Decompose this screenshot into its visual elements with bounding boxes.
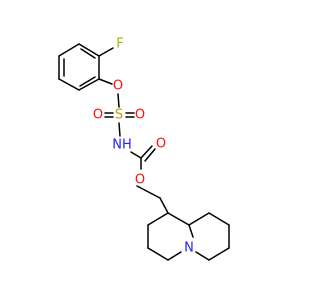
bond-benzene-3 [78,78,100,91]
bond-ring-right-5 [195,251,210,261]
bond-ring-left-5 [188,224,194,238]
bond-ring-right-1 [188,212,210,226]
bond-o-s [117,93,120,108]
sulfonyl-oxygen-right-label: O [135,108,145,123]
aryl-oxygen-atom-label: O [113,79,123,94]
bond-benzene-4 [58,78,80,91]
sulfonyl-oxygen-left-label: O [93,108,103,123]
bond-ring-left-6 [167,212,190,226]
bond-ring-left-1 [147,212,169,226]
bond-c-o-carbonyl-b [144,148,156,162]
bond-benzene-1 [78,43,100,57]
bond-c-f [98,47,114,57]
bond-ring-right-2 [208,212,230,226]
bond-benzene-6 [58,43,80,57]
nitrogen-nh-atom-label: NH [112,138,132,153]
bond-ring-right-4 [208,247,230,261]
bond-s-n [118,122,121,137]
fluorine-atom-label: F [116,37,123,52]
bond-c-o-carbonyl-a [140,145,153,159]
carbonyl-oxygen-atom-label: O [156,137,166,152]
bond-o-ch2 [136,185,161,199]
ester-oxygen-atom-label: O [135,173,145,188]
bond-ring-left-4 [167,251,182,261]
sulfur-atom-label: S [115,108,123,123]
bond-benzene-3-inner [79,76,96,87]
bond-ring-left-3 [147,247,169,261]
bond-ch2-ring [159,197,169,214]
ring-nitrogen-atom-label: N [184,241,194,256]
atom-labels: F O S O O NH O O N [93,37,194,256]
bond-n-c-carbonyl [130,151,142,159]
molecule-structure-diagram: F O S O O NH O O N [58,37,230,261]
bond-c-o-aryl [98,78,113,85]
bond-benzene-1-inner [80,48,96,59]
bonds [58,43,230,261]
